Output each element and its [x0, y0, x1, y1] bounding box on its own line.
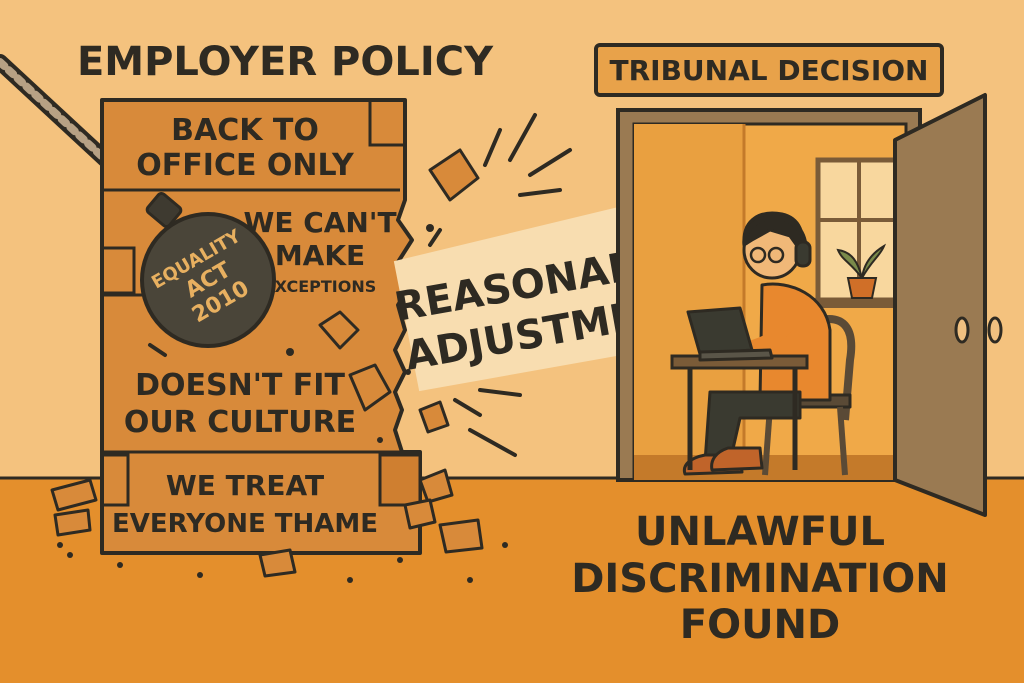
wall-line-we-treat: WE TREAT [166, 469, 324, 502]
remote-worker [682, 211, 856, 476]
tribunal-decision-heading: TRIBUNAL DECISION [609, 54, 928, 87]
employer-policy-heading: EMPLOYER POLICY [77, 39, 494, 85]
wrecking-ball: EQUALITY ACT 2010 [140, 191, 276, 348]
wall-line-everyone-thame: EVERYONE THAME [112, 509, 378, 539]
door-knob-right [987, 316, 1003, 344]
wall-line-we-cant: WE CAN'T [243, 206, 396, 239]
wall-line-make: MAKE [275, 239, 365, 272]
verdict-line-discrimination: DISCRIMINATION [571, 556, 949, 602]
debris-dots [57, 224, 508, 583]
verdict-line-found: FOUND [680, 602, 841, 648]
open-door [893, 93, 1003, 517]
brick-wall [100, 98, 422, 555]
wall-line-doesnt-fit: DOESN'T FIT [135, 368, 345, 403]
wall-text: BACK TO OFFICE ONLY WE CAN'T MAKE EXCEPT… [112, 113, 397, 539]
verdict-line-unlawful: UNLAWFUL [635, 509, 885, 555]
wall-line-office-only: OFFICE ONLY [136, 148, 355, 183]
laptop [686, 306, 774, 362]
verdict-text: UNLAWFUL DISCRIMINATION FOUND [571, 509, 949, 648]
flying-debris [50, 148, 484, 578]
room-window [812, 157, 906, 308]
potted-plant [836, 243, 887, 299]
wall-line-back-to: BACK TO [171, 113, 319, 148]
wall-line-our-culture: OUR CULTURE [124, 405, 356, 440]
impact-burst-lines [148, 113, 572, 457]
wall-line-exceptions: EXCEPTIONS [264, 277, 376, 296]
door-knob-left [954, 316, 970, 344]
tribunal-decision-sign: TRIBUNAL DECISION [594, 43, 944, 97]
